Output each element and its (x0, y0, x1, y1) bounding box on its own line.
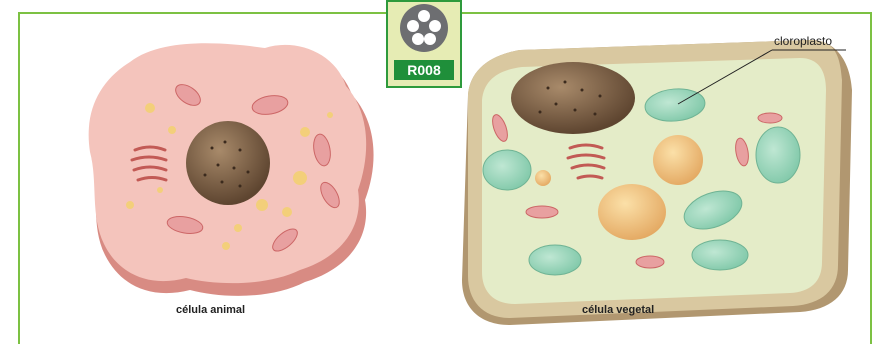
resource-code: R008 (394, 60, 454, 80)
film-reel-icon (388, 2, 460, 60)
chloroplast-label: cloroplasto (774, 34, 832, 48)
animal-nucleus (186, 121, 270, 205)
plant-cell (462, 40, 852, 325)
animal-cell-caption: célula animal (176, 304, 245, 316)
plant-nucleus (511, 62, 635, 134)
plant-cell-caption: célula vegetal (582, 304, 654, 316)
resource-badge[interactable]: R008 (386, 0, 462, 88)
animal-cell (89, 43, 374, 296)
